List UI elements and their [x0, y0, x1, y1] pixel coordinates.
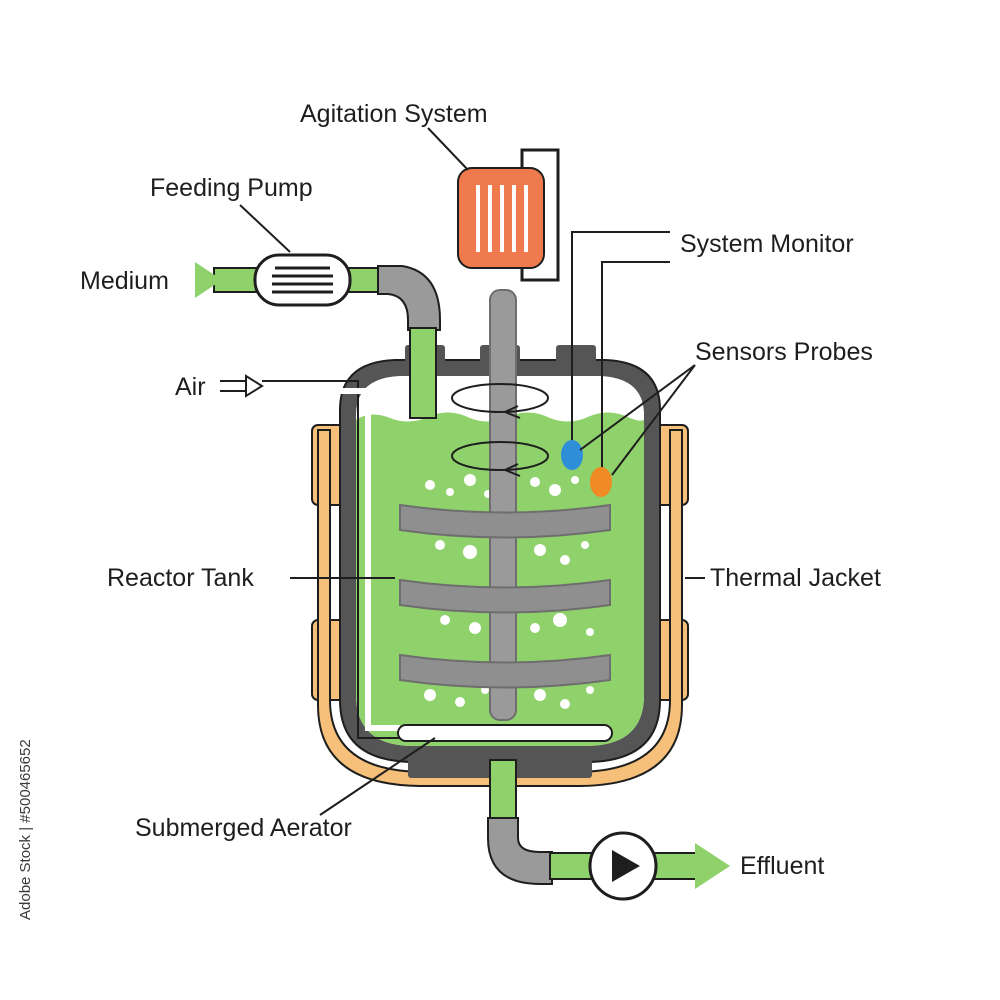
- motor-icon: [457, 148, 560, 282]
- rotation-arrow-icon: [451, 383, 549, 477]
- flow-arrow-icon: [195, 262, 222, 298]
- effluent-flow-arrow-icon: [695, 843, 730, 889]
- effluent-pump-icon: [588, 831, 658, 901]
- watermark-id: Adobe Stock | #500465652: [17, 739, 34, 920]
- label-thermal-jacket: Thermal Jacket: [710, 564, 881, 592]
- label-sensors-probes: Sensors Probes: [695, 338, 873, 366]
- label-effluent: Effluent: [740, 852, 824, 880]
- impeller-icon: [399, 289, 611, 721]
- sensor-probe-icon: [561, 231, 670, 497]
- label-feeding-pump: Feeding Pump: [150, 174, 313, 202]
- label-reactor-tank: Reactor Tank: [107, 564, 254, 592]
- label-air: Air: [175, 373, 206, 401]
- label-submerged-aerator: Submerged Aerator: [135, 814, 352, 842]
- air-line: [220, 374, 400, 739]
- effluent-pipe: [487, 759, 730, 889]
- pump-icon: [253, 253, 352, 307]
- air-bubbles: [424, 474, 594, 709]
- label-system-monitor: System Monitor: [680, 230, 854, 258]
- leader-lines: [239, 127, 705, 816]
- label-medium: Medium: [80, 267, 169, 295]
- label-agitation-system: Agitation System: [300, 100, 488, 128]
- aerator-bar: [397, 724, 613, 742]
